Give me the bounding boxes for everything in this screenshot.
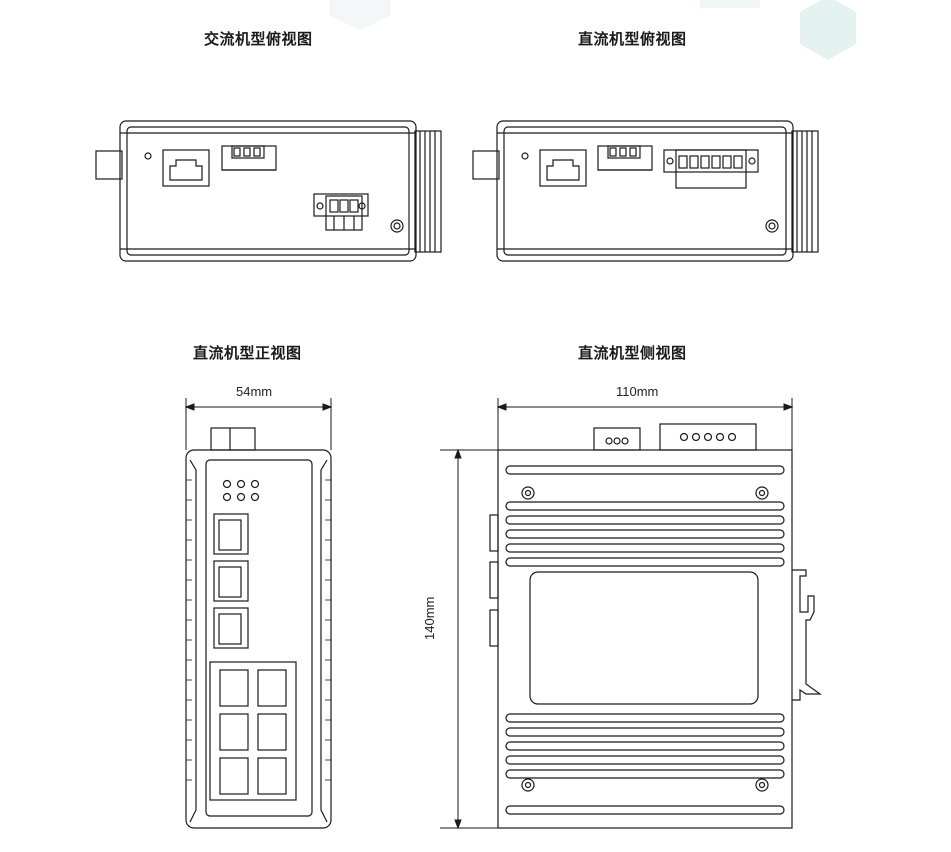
rj45-port-icon: [219, 669, 249, 707]
dc-side-view-title: 直流机型侧视图: [578, 344, 687, 362]
front-housing-outline: [185, 449, 332, 829]
side-terminal-3pin: [593, 427, 641, 451]
ground-screw-icon: [390, 219, 404, 233]
power-terminal-icon: [313, 193, 369, 217]
ac-housing-outline: [119, 120, 417, 262]
ac-top-view-title: 交流机型俯视图: [204, 30, 313, 48]
dc-front-view-title: 直流机型正视图: [193, 344, 302, 362]
side-sfp-protrusions: [489, 514, 499, 647]
screw-icon: [521, 486, 535, 500]
top-heatsink-fins: [505, 465, 785, 567]
din-clip-outline: [95, 150, 123, 180]
front-width-dimension: 54mm: [236, 384, 273, 399]
ground-screw-icon: [765, 219, 779, 233]
screw-icon: [755, 778, 769, 792]
dc-housing-outline: [496, 120, 794, 262]
console-port-icon: [162, 149, 210, 187]
sfp-port-icon: [213, 560, 249, 602]
sfp-port-icon: [213, 607, 249, 649]
rear-fins-outline: [414, 130, 442, 253]
console-port-icon: [539, 149, 587, 187]
rear-fins-outline: [791, 130, 819, 253]
side-terminal-6pin: [659, 423, 757, 451]
din-clip-outline: [472, 150, 500, 180]
rj45-port-icon: [257, 757, 287, 795]
hexagon-watermark-icon: [700, 0, 760, 8]
rj45-port-icon: [219, 713, 249, 751]
dc-top-view-title: 直流机型俯视图: [578, 30, 687, 48]
status-led-icon: [144, 152, 152, 160]
rj45-port-icon: [219, 757, 249, 795]
side-housing-outline: [497, 449, 793, 829]
bottom-heatsink-fins: [505, 713, 785, 815]
front-panel: [205, 459, 313, 817]
hexagon-watermark-icon: [330, 0, 390, 30]
screw-icon: [521, 778, 535, 792]
rj45-port-block: [209, 661, 297, 801]
side-width-dimension: 110mm: [616, 384, 659, 399]
hexagon-watermark-icon: [800, 0, 856, 60]
sfp-port-icon: [213, 513, 249, 555]
label-window: [529, 571, 759, 705]
screw-icon: [755, 486, 769, 500]
rj45-port-icon: [257, 713, 287, 751]
status-led-icon: [521, 152, 529, 160]
rj45-port-icon: [257, 669, 287, 707]
din-rail-clip: [792, 569, 822, 701]
led-indicator-group: [222, 479, 260, 502]
